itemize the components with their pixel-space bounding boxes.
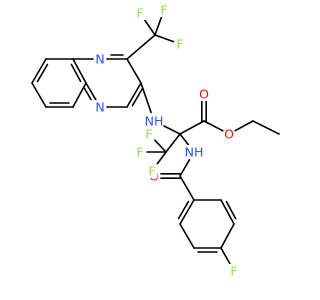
molecule-structure-diagram: NNNHNHOOOFFFFFFF bbox=[31, 3, 280, 279]
single-bond bbox=[234, 120, 254, 132]
oxygen-atom-label: O bbox=[199, 87, 209, 102]
fluorine-atom-label: F bbox=[136, 6, 143, 21]
single-bond bbox=[179, 175, 195, 201]
double-bond bbox=[179, 199, 195, 225]
single-bond bbox=[220, 223, 235, 249]
atom-label-background bbox=[146, 164, 158, 178]
nitrogen-atom-label: NH bbox=[185, 145, 204, 160]
double-bond bbox=[72, 58, 87, 84]
atom-label-background bbox=[134, 6, 146, 20]
double-bond bbox=[85, 82, 98, 102]
oxygen-atom-label: O bbox=[224, 127, 234, 142]
atom-label-layer: NNNHNHOOOFFFFFFF bbox=[94, 3, 240, 279]
atom-label-background bbox=[144, 114, 164, 128]
double-bond bbox=[177, 200, 190, 220]
fluorine-atom-label: F bbox=[145, 127, 152, 142]
fluorine-atom-label: F bbox=[176, 37, 183, 52]
single-bond bbox=[220, 247, 232, 266]
double-bond bbox=[70, 63, 82, 83]
atom-label-background bbox=[174, 37, 186, 51]
atom-label-background bbox=[158, 3, 170, 17]
single-bond bbox=[153, 138, 167, 153]
single-bond bbox=[31, 82, 47, 108]
single-bond bbox=[143, 17, 156, 36]
single-bond bbox=[155, 151, 167, 167]
double-bond bbox=[31, 58, 47, 84]
single-bond bbox=[203, 120, 224, 132]
bond-layer bbox=[31, 15, 280, 266]
double-bond bbox=[225, 200, 237, 220]
atom-label-background bbox=[143, 127, 155, 141]
single-bond bbox=[179, 223, 195, 249]
atom-label-background bbox=[94, 52, 106, 66]
atom-label-background bbox=[134, 145, 146, 159]
double-bond bbox=[83, 87, 92, 101]
single-bond bbox=[179, 133, 190, 146]
fluorine-atom-label: F bbox=[230, 264, 237, 279]
single-bond bbox=[154, 15, 163, 36]
nitrogen-atom-label: N bbox=[95, 52, 104, 67]
single-bond bbox=[154, 34, 175, 43]
atom-label-background bbox=[223, 127, 235, 141]
single-bond bbox=[179, 120, 205, 135]
double-bond bbox=[220, 199, 235, 225]
double-bond bbox=[126, 82, 142, 108]
single-bond bbox=[126, 34, 156, 60]
single-bond bbox=[72, 82, 87, 108]
single-bond bbox=[140, 82, 152, 114]
atom-label-background bbox=[198, 87, 210, 101]
double-bond bbox=[36, 63, 49, 83]
single-bond bbox=[161, 124, 181, 135]
atom-label-background bbox=[94, 100, 106, 114]
fluorine-atom-label: F bbox=[136, 145, 143, 160]
fluorine-atom-label: F bbox=[148, 164, 155, 179]
single-bond bbox=[252, 120, 280, 135]
single-bond bbox=[179, 158, 191, 177]
nitrogen-atom-label: N bbox=[95, 100, 104, 115]
double-bond bbox=[131, 87, 144, 107]
nitrogen-atom-label: NH bbox=[145, 114, 164, 129]
atom-label-background bbox=[228, 264, 240, 278]
atom-label-background bbox=[184, 145, 204, 159]
fluorine-atom-label: F bbox=[160, 3, 167, 18]
single-bond bbox=[126, 58, 142, 84]
single-bond bbox=[165, 133, 181, 153]
